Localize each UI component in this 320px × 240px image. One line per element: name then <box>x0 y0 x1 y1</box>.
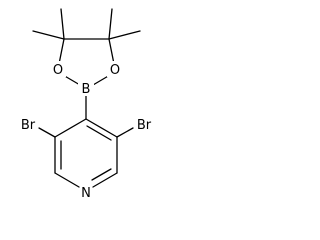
nitrogen-label: N <box>81 186 91 201</box>
bond-c5-br <box>116 127 134 138</box>
boron-label: B <box>82 82 91 97</box>
methyl-bond-right-out <box>108 30 141 40</box>
bond-o-left-c <box>58 38 65 65</box>
methyl-bond-right-up <box>108 8 113 40</box>
methyl-groups <box>32 8 141 40</box>
oxygen-right-label: O <box>110 63 120 78</box>
bromine-right-label: Br <box>137 118 152 133</box>
bond-c3-br <box>38 127 56 138</box>
chemical-structure: B O O Br Br N <box>21 8 152 201</box>
bond-c2-n <box>54 172 80 188</box>
bond-c4-c5 <box>85 118 118 138</box>
bond-c4-c3 <box>54 118 87 138</box>
bond-c6-n-inner <box>91 168 112 181</box>
bromine-left-label: Br <box>21 118 36 133</box>
oxygen-left-label: O <box>53 63 63 78</box>
pyridine-ring <box>54 118 118 188</box>
dioxaborolane-ring <box>58 38 115 86</box>
methyl-bond-left-up <box>60 8 65 40</box>
bond-o-right-c <box>108 38 115 65</box>
bond-c4-c5-inner <box>86 125 112 141</box>
bond-c6-n <box>92 172 118 188</box>
atom-labels: B O O Br Br N <box>21 61 152 201</box>
methyl-bond-left-out <box>32 30 65 40</box>
